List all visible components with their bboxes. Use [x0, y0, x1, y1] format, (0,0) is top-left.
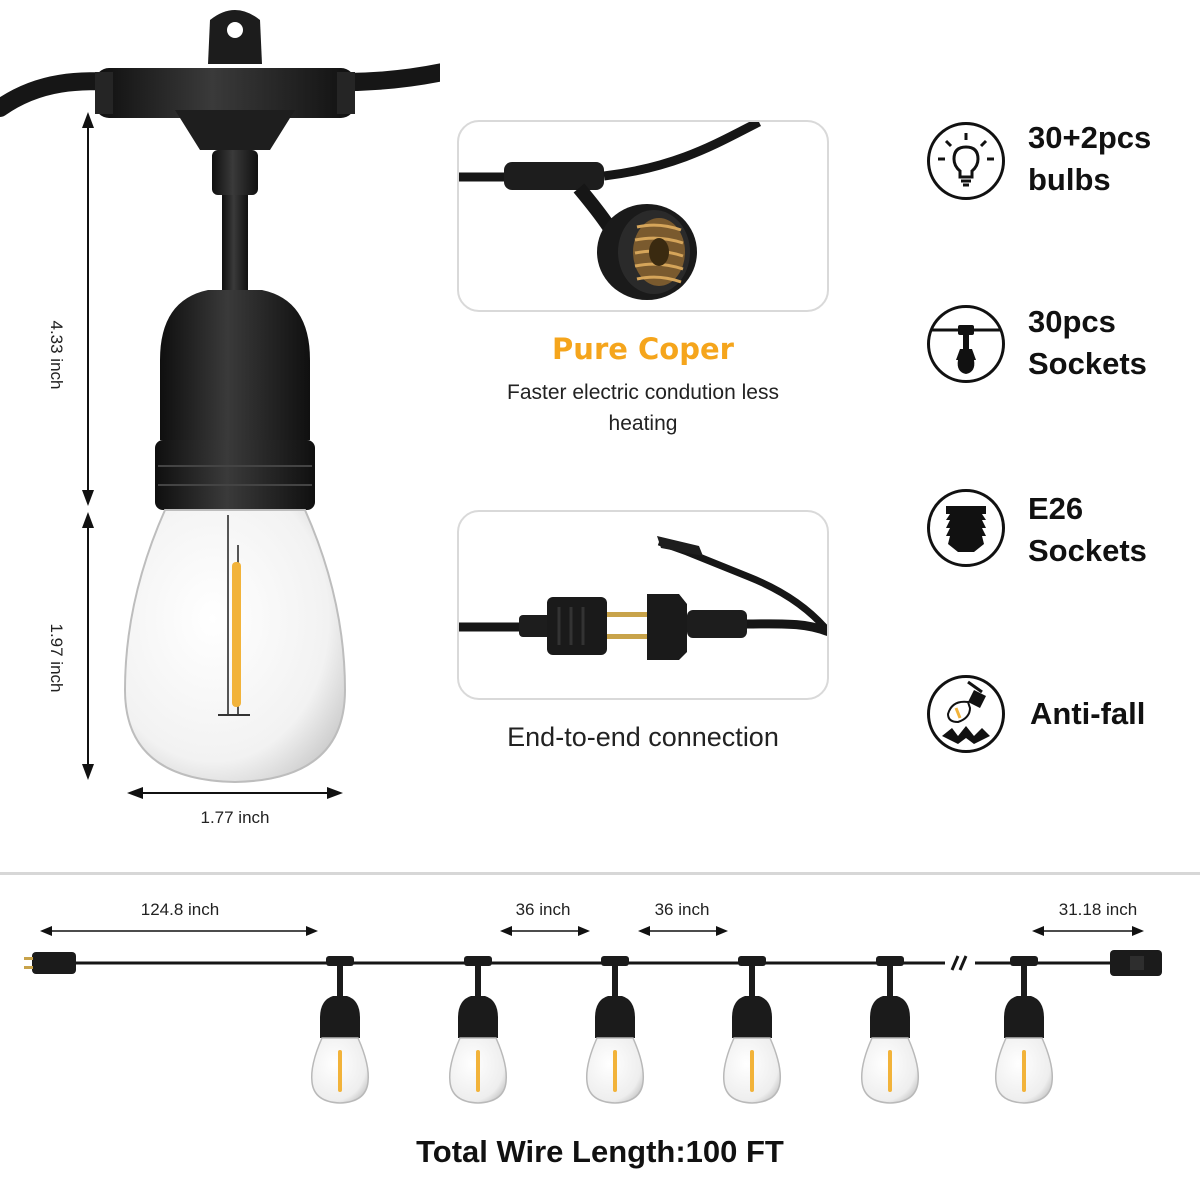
feature-socket-circle — [927, 305, 1005, 383]
feature-sockets-line1: 30pcs — [1028, 304, 1116, 339]
strand-diagram — [24, 926, 1162, 1104]
copper-socket-panel — [457, 120, 829, 312]
t-connector — [95, 68, 355, 118]
feature-sockets-line2: Sockets — [1028, 346, 1147, 381]
bulb-filament — [232, 562, 241, 707]
feature-bulbs-line1: 30+2pcs — [1028, 120, 1152, 155]
width-bulb-label: 1.77 inch — [200, 808, 270, 827]
feature-bulb-circle — [927, 122, 1005, 200]
socket-body — [160, 290, 310, 440]
spacing-a-label: 36 inch — [515, 900, 571, 919]
feature-antifall-label: Anti-fall — [1030, 696, 1146, 731]
feature-antifall-circle — [927, 675, 1005, 753]
socket-icon — [932, 325, 1000, 374]
lead-length-label: 124.8 inch — [140, 900, 220, 919]
spacing-b-label: 36 inch — [654, 900, 710, 919]
height-bulb-label: 1.97 inch — [47, 623, 66, 693]
connection-caption: End-to-end connection — [507, 722, 779, 752]
socket-closeup-image — [459, 122, 762, 300]
feature-bulbs-line2: bulbs — [1028, 162, 1111, 197]
tail-length-label: 31.18 inch — [1058, 900, 1138, 919]
hero-illustration — [0, 10, 440, 799]
anti-fall-icon — [942, 680, 990, 744]
section-divider — [0, 872, 1200, 875]
total-wire-length: Total Wire Length:100 FT — [416, 1134, 784, 1169]
bulb-icon — [938, 133, 994, 187]
feature-e26-line2: Sockets — [1028, 533, 1147, 568]
height-top-label: 4.33 inch — [47, 320, 66, 390]
socket-stem — [222, 195, 248, 295]
feature-e26-circle — [927, 489, 1005, 567]
connection-panel — [457, 510, 829, 700]
copper-desc-line1: Faster electric condution less — [507, 381, 779, 404]
copper-desc-line2: heating — [608, 412, 678, 435]
feature-e26-line1: E26 — [1028, 491, 1084, 526]
copper-title: Pure Coper — [552, 332, 734, 366]
male-plug — [32, 952, 76, 974]
plug-connection-image — [459, 536, 827, 660]
e26-icon — [946, 506, 986, 552]
